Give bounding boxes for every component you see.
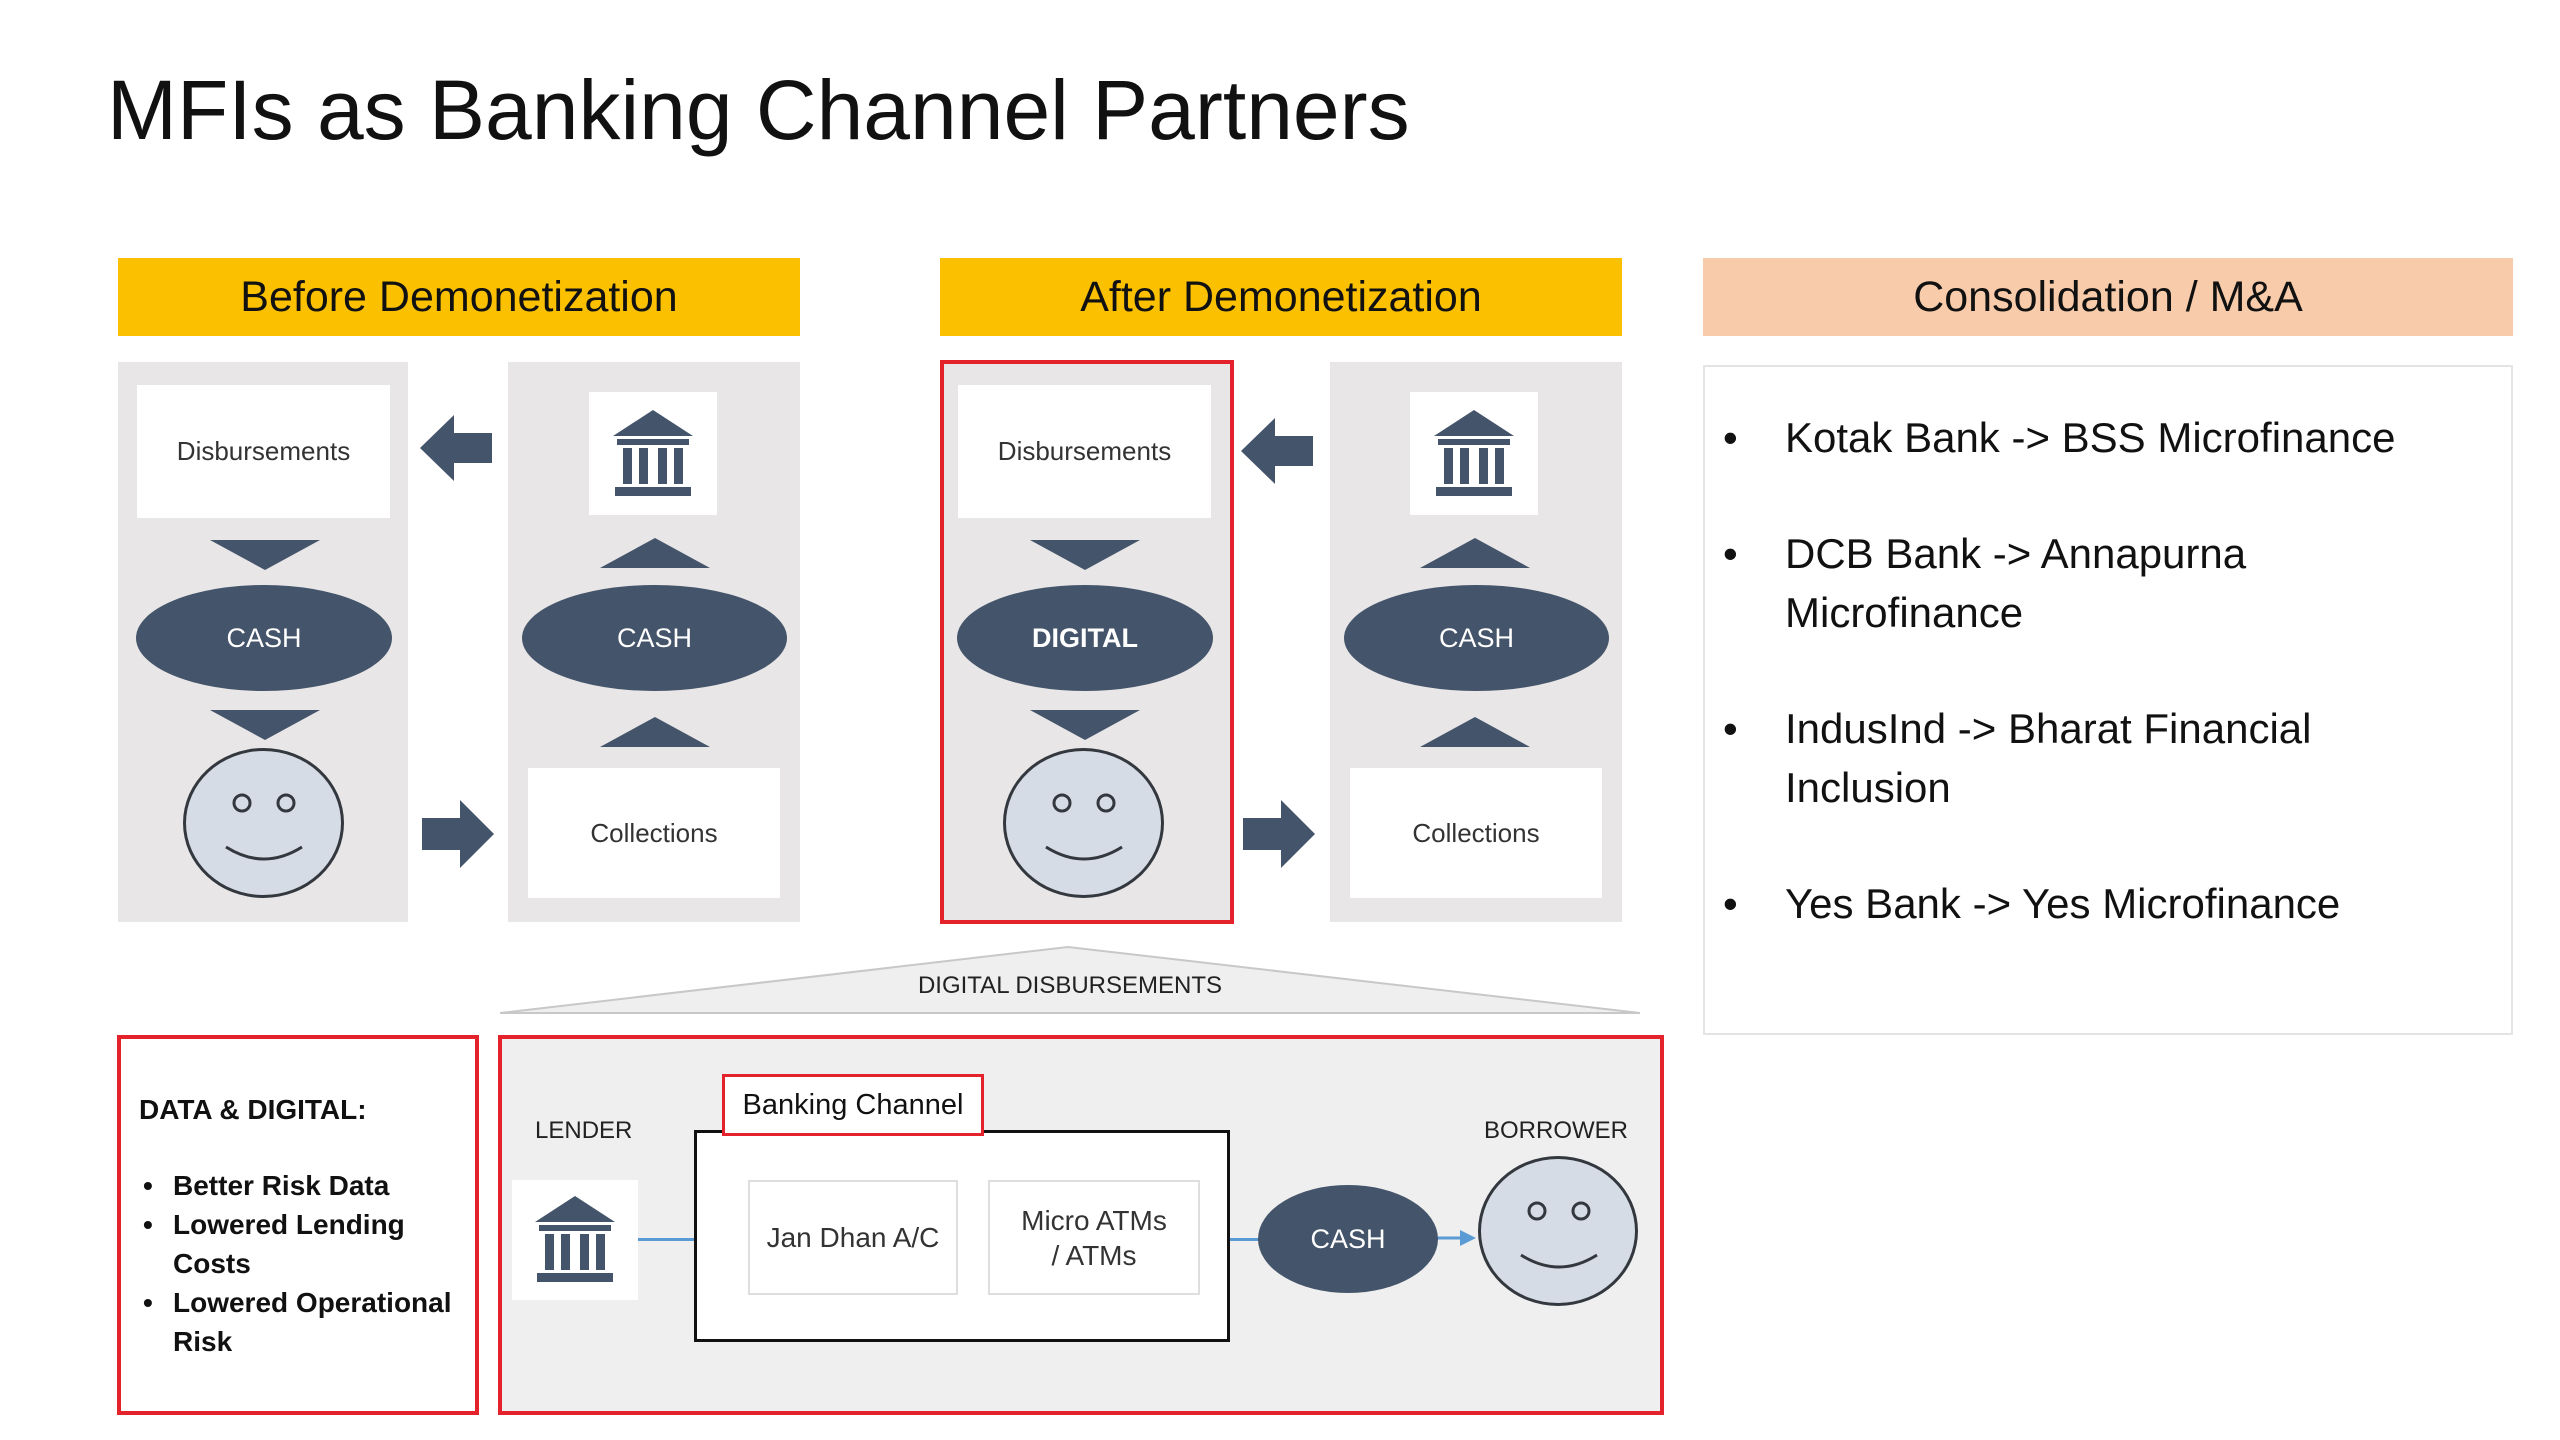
before-cash-ellipse-left: CASH (136, 585, 392, 691)
smiley-face-icon (183, 748, 344, 898)
before-cash-ellipse-right: CASH (522, 585, 787, 691)
banking-channel-label: Banking Channel (722, 1074, 984, 1136)
list-item: Lowered Lending Costs (137, 1206, 453, 1283)
triangle-up-icon (1420, 717, 1530, 747)
after-cash-ellipse-right: CASH (1344, 585, 1609, 691)
list-item: DCB Bank -> Annapurna Microfinance (1705, 525, 2405, 643)
triangle-down-icon (1030, 540, 1140, 570)
arrow-right-icon (1432, 1230, 1476, 1246)
bank-icon (512, 1180, 638, 1300)
arrow-right-icon (422, 800, 494, 868)
jan-dhan-box: Jan Dhan A/C (748, 1180, 958, 1295)
connector-line (638, 1238, 748, 1241)
after-disbursements-box: Disbursements (958, 385, 1211, 518)
arrow-right-icon (1243, 800, 1315, 868)
arrow-left-icon (1241, 418, 1313, 484)
bank-icon (589, 392, 717, 515)
smiley-face-icon (1478, 1156, 1638, 1306)
after-digital-ellipse: DIGITAL (957, 585, 1213, 691)
lender-label: LENDER (535, 1117, 633, 1144)
consolidation-list: Kotak Bank -> BSS Microfinance DCB Bank … (1705, 367, 2511, 1033)
micro-atms-box: Micro ATMs / ATMs (988, 1180, 1200, 1295)
triangle-down-icon (1030, 710, 1140, 740)
before-collections-box: Collections (528, 768, 780, 898)
bank-icon (1410, 392, 1538, 515)
after-demonetization-header: After Demonetization (940, 258, 1622, 336)
triangle-down-icon (210, 540, 320, 570)
triangle-up-icon (600, 717, 710, 747)
smiley-face-icon (1003, 748, 1164, 898)
borrower-label: BORROWER (1484, 1117, 1628, 1144)
before-demonetization-header: Before Demonetization (118, 258, 800, 336)
data-digital-title: DATA & DIGITAL: (139, 1094, 367, 1125)
digital-disbursements-caption: DIGITAL DISBURSEMENTS (917, 972, 1223, 999)
triangle-down-icon (210, 710, 320, 740)
list-item: Yes Bank -> Yes Microfinance (1705, 875, 2545, 934)
list-item: Better Risk Data (137, 1167, 493, 1206)
connector-line (1200, 1238, 1260, 1241)
list-item: Kotak Bank -> BSS Microfinance (1705, 409, 2545, 468)
list-item: IndusInd -> Bharat Financial Inclusion (1705, 700, 2425, 818)
consolidation-header: Consolidation / M&A (1703, 258, 2513, 336)
after-collections-box: Collections (1350, 768, 1602, 898)
digital-disbursements-bracket (500, 945, 1640, 1014)
arrow-left-icon (420, 415, 492, 481)
triangle-up-icon (1420, 538, 1530, 568)
before-disbursements-box: Disbursements (137, 385, 390, 518)
consolidation-panel: Kotak Bank -> BSS Microfinance DCB Bank … (1703, 365, 2513, 1035)
list-item: Lowered Operational Risk (137, 1284, 503, 1361)
data-digital-box: DATA & DIGITAL: Better Risk Data Lowered… (117, 1035, 479, 1415)
cash-ellipse: CASH (1258, 1185, 1438, 1293)
slide-title: MFIs as Banking Channel Partners (107, 63, 1410, 157)
triangle-up-icon (600, 538, 710, 568)
